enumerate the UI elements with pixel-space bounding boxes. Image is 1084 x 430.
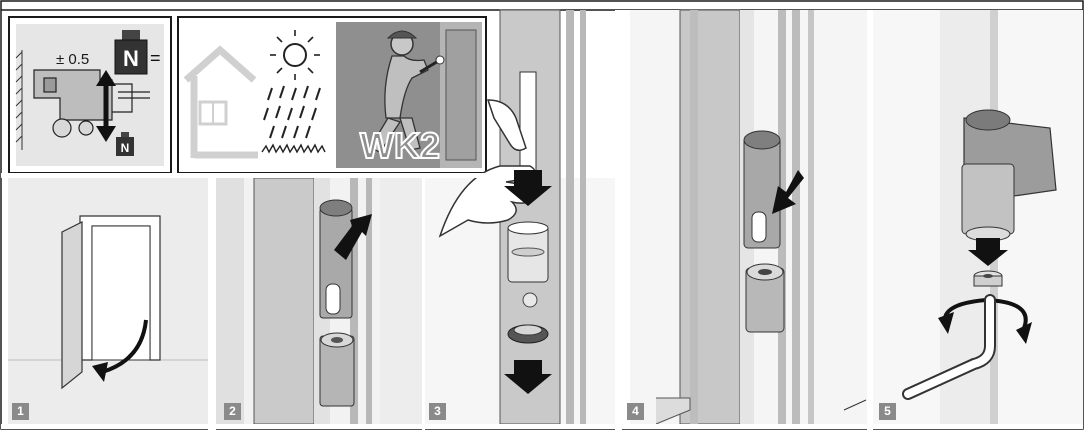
security-class-label: WK2 [360,125,440,166]
sun-rain-icon [258,24,334,166]
tolerance-weight-panel: ± 0.5 N = N [9,17,171,173]
step-number-5: 5 [879,403,896,420]
step-number-3: 3 [429,403,446,420]
equals-sign: = [150,48,161,68]
step-number-4: 4 [627,403,644,420]
tolerance-label: ± 0.5 [56,51,89,68]
environment-security-panel: WK2 [178,17,486,173]
step-number-1: 1 [12,403,29,420]
step-number-2: 2 [224,403,241,420]
step-1-open-door [8,178,208,424]
step-2-lift-pin [216,178,422,424]
step-5-adjust-height [873,10,1083,424]
step-4-insert-pin [622,10,867,424]
weight-small-label: N [121,141,130,155]
weight-large-label: N [123,46,139,71]
security-class-icon: WK2 [336,22,482,168]
